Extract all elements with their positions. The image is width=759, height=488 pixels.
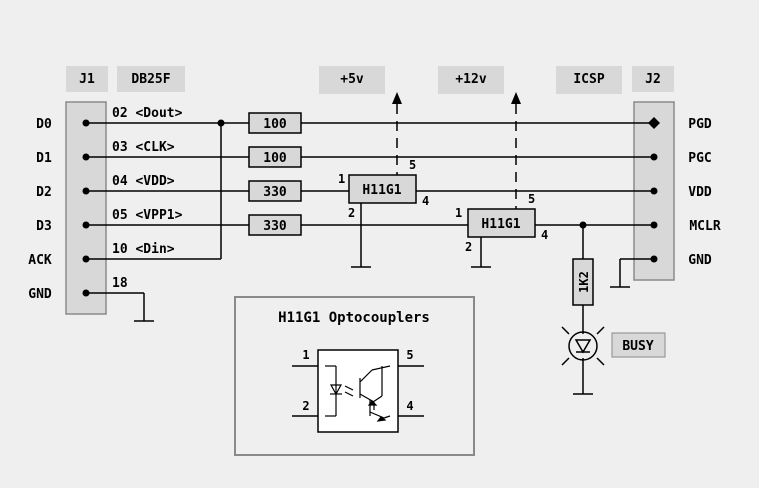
led-ray bbox=[561, 357, 570, 366]
resistor-r4 bbox=[248, 214, 302, 236]
resistor-r3-value: 330 bbox=[263, 185, 287, 200]
pin-dot bbox=[82, 221, 90, 229]
signal-label-gnd: GND bbox=[28, 287, 52, 302]
db25-pin-label: 04 <VDD> bbox=[112, 174, 175, 189]
legend-pin-lines bbox=[292, 365, 424, 417]
resistors: 100 100 330 330 1K2 bbox=[248, 112, 594, 306]
led-circle bbox=[568, 331, 598, 361]
u1-pin4-label: 4 bbox=[422, 194, 429, 208]
u2-pin4-label: 4 bbox=[541, 228, 548, 242]
legend-ic-body bbox=[317, 349, 399, 433]
busy-led: BUSY bbox=[561, 326, 666, 366]
j1-body bbox=[65, 101, 107, 315]
db25-pin-label: 05 <VPP1> bbox=[112, 208, 183, 223]
supply-lines bbox=[396, 104, 517, 210]
legend-pin4-label: 4 bbox=[406, 399, 413, 413]
optocoupler-u2-label: H11G1 bbox=[481, 217, 520, 232]
resistor-r3 bbox=[248, 180, 302, 202]
header-labels: J1 DB25F +5v +12v ICSP J2 bbox=[66, 66, 674, 94]
legend-pin5-label: 5 bbox=[406, 348, 413, 362]
db25-pin-label: 10 <Din> bbox=[112, 242, 175, 257]
pin-dot bbox=[650, 221, 658, 229]
resistor-r1 bbox=[248, 112, 302, 134]
resistor-r2-value: 100 bbox=[263, 151, 287, 166]
resistor-r4-value: 330 bbox=[263, 219, 287, 234]
optocoupler-u2: H11G1 1 2 4 5 bbox=[455, 192, 548, 254]
signal-label-gnd-j2: GND bbox=[688, 253, 712, 268]
j1-label-box bbox=[66, 66, 108, 92]
pin-dots bbox=[82, 119, 658, 297]
connector-j2: PGD PGC VDD MCLR GND bbox=[633, 101, 721, 281]
signal-label-mclr: MCLR bbox=[689, 219, 720, 234]
plus12v-label: +12v bbox=[455, 72, 486, 87]
u1-pin5-label: 5 bbox=[409, 158, 416, 172]
connector-j1: D0 D1 D2 D3 ACK GND bbox=[28, 101, 107, 315]
optocoupler-legend: H11G1 Optocouplers 1 2 5 4 bbox=[234, 296, 475, 456]
pin-dot bbox=[82, 119, 90, 127]
led-ray bbox=[596, 326, 605, 335]
db25-pin-label: 02 <Dout> bbox=[112, 106, 183, 121]
legend-pin2-label: 2 bbox=[302, 399, 309, 413]
u2-pin2-label: 2 bbox=[465, 240, 472, 254]
optocoupler-u1-label: H11G1 bbox=[362, 183, 401, 198]
resistor-r1-value: 100 bbox=[263, 117, 287, 132]
db25-pin-labels: 02 <Dout> 03 <CLK> 04 <VDD> 05 <VPP1> 10… bbox=[112, 106, 183, 291]
pin-dot bbox=[82, 289, 90, 297]
db25f-label: DB25F bbox=[131, 72, 170, 87]
signal-label-d0: D0 bbox=[36, 117, 52, 132]
signal-label-pgd: PGD bbox=[688, 117, 712, 132]
arrow-up-5v-icon bbox=[392, 92, 402, 104]
signal-label-pgc: PGC bbox=[688, 151, 711, 166]
j1-label: J1 bbox=[79, 72, 95, 87]
legend-internal-circuit-icon bbox=[325, 365, 391, 422]
j2-label: J2 bbox=[645, 72, 661, 87]
optocoupler-u1: H11G1 1 2 4 5 bbox=[338, 158, 429, 220]
resistor-r2 bbox=[248, 146, 302, 168]
arrow-up-12v-icon bbox=[511, 92, 521, 104]
plus5v-label-box bbox=[319, 66, 385, 94]
led-diode-icon bbox=[574, 339, 592, 354]
junction-dot bbox=[579, 221, 587, 229]
legend-pin1-label: 1 bbox=[302, 348, 309, 362]
u1-pin1-label: 1 bbox=[338, 172, 345, 186]
db25-pin-label: 18 bbox=[112, 276, 128, 291]
j2-label-box bbox=[632, 66, 674, 92]
busy-label: BUSY bbox=[622, 339, 653, 354]
icsp-label-box bbox=[556, 66, 622, 94]
led-rays-icon bbox=[561, 326, 605, 366]
pin-diamond-pgd bbox=[648, 117, 660, 129]
u2-pin1-label: 1 bbox=[455, 206, 462, 220]
busy-label-box bbox=[611, 332, 666, 358]
signal-label-d1: D1 bbox=[36, 151, 52, 166]
u1-pin2-label: 2 bbox=[348, 206, 355, 220]
plus12v-label-box bbox=[438, 66, 504, 94]
plus5v-label: +5v bbox=[340, 72, 364, 87]
pin-dot bbox=[82, 153, 90, 161]
signal-label-d2: D2 bbox=[36, 185, 52, 200]
icsp-label: ICSP bbox=[573, 72, 604, 87]
resistor-busy bbox=[572, 258, 594, 306]
db25-pin-label: 03 <CLK> bbox=[112, 140, 175, 155]
wires bbox=[86, 122, 654, 395]
optocoupler-u2-body bbox=[467, 208, 536, 238]
led-ray bbox=[561, 326, 570, 335]
pin-dot bbox=[650, 255, 658, 263]
signal-label-vdd: VDD bbox=[688, 185, 712, 200]
resistor-busy-value: 1K2 bbox=[577, 271, 591, 293]
u2-pin5-label: 5 bbox=[528, 192, 535, 206]
db25f-label-box bbox=[117, 66, 185, 92]
legend-title: H11G1 Optocouplers bbox=[278, 310, 430, 326]
junction-dot bbox=[217, 119, 225, 127]
pin-dot bbox=[650, 187, 658, 195]
optocoupler-u1-body bbox=[348, 174, 417, 204]
pin-dot bbox=[650, 153, 658, 161]
signal-label-d3: D3 bbox=[36, 219, 52, 234]
led-ray bbox=[596, 357, 605, 366]
pin-dot bbox=[82, 255, 90, 263]
signal-label-ack: ACK bbox=[28, 253, 52, 268]
pin-dot bbox=[82, 187, 90, 195]
